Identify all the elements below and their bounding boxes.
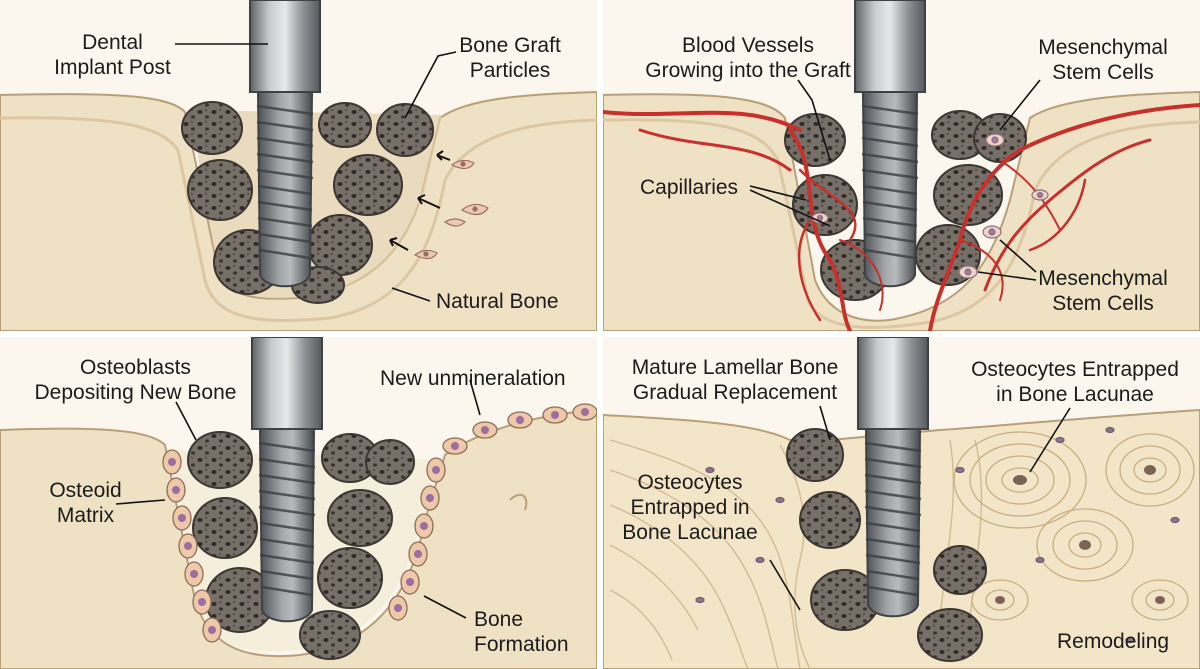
label-osteoid-matrix: Osteoid Matrix	[49, 479, 122, 527]
implant-post-3	[251, 337, 323, 623]
leader-lines-2	[749, 79, 1041, 281]
leader-lines-4	[769, 405, 1071, 611]
graft-particles	[181, 101, 434, 304]
label-stem-cells-top: Mesenchymal Stem Cells	[1038, 36, 1168, 84]
label-new-unmineralation: New unmineralation	[380, 367, 566, 390]
blood-vessels	[603, 103, 1200, 331]
osteons	[953, 431, 1195, 621]
label-bone-graft-particles: Bone Graft Particles	[459, 34, 561, 82]
label-osteoblasts: Osteoblasts Depositing New Bone	[34, 356, 237, 404]
lamellar-lines	[609, 439, 983, 669]
graft-particles-3	[187, 431, 415, 660]
label-remodeling: Remodeling	[1057, 630, 1170, 653]
panel-remodeling	[603, 337, 1200, 669]
graft-particles-4	[786, 428, 987, 662]
arrows	[389, 150, 451, 251]
implant-post-2	[854, 0, 926, 288]
migrating-cells	[413, 159, 489, 260]
stem-cells	[811, 133, 1049, 279]
label-stem-cells-bottom: Mesenchymal Stem Cells	[1038, 267, 1168, 315]
leader-lines	[175, 43, 457, 302]
label-implant-post: Dental Implant Post	[54, 31, 171, 79]
osteon-canals	[995, 465, 1165, 604]
label-natural-bone: Natural Bone	[436, 290, 559, 313]
label-capillaries: Capillaries	[640, 176, 739, 199]
osteocytes	[695, 426, 1180, 644]
label-blood-vessels: Blood Vessels Growing into the Graft	[645, 34, 851, 82]
bone-crack	[509, 493, 528, 511]
label-lamellar-bone: Mature Lamellar Bone Gradual Replacement	[631, 356, 839, 404]
panel-graft-placement	[0, 0, 597, 331]
label-osteocytes-left: Osteocytes Entrapped in Bone Lacunae	[622, 471, 758, 544]
panel-vascularization	[603, 0, 1200, 331]
implant-post-4	[857, 337, 929, 618]
osteoblast-nuclei	[168, 408, 589, 634]
label-bone-formation: Bone Formation	[474, 608, 569, 656]
panel-bone-formation	[0, 337, 597, 669]
label-osteocytes-top: Osteocytes Entrapped in Bone Lacunae	[971, 358, 1179, 406]
implant-post	[249, 0, 321, 288]
leader-lines-3	[115, 379, 481, 619]
